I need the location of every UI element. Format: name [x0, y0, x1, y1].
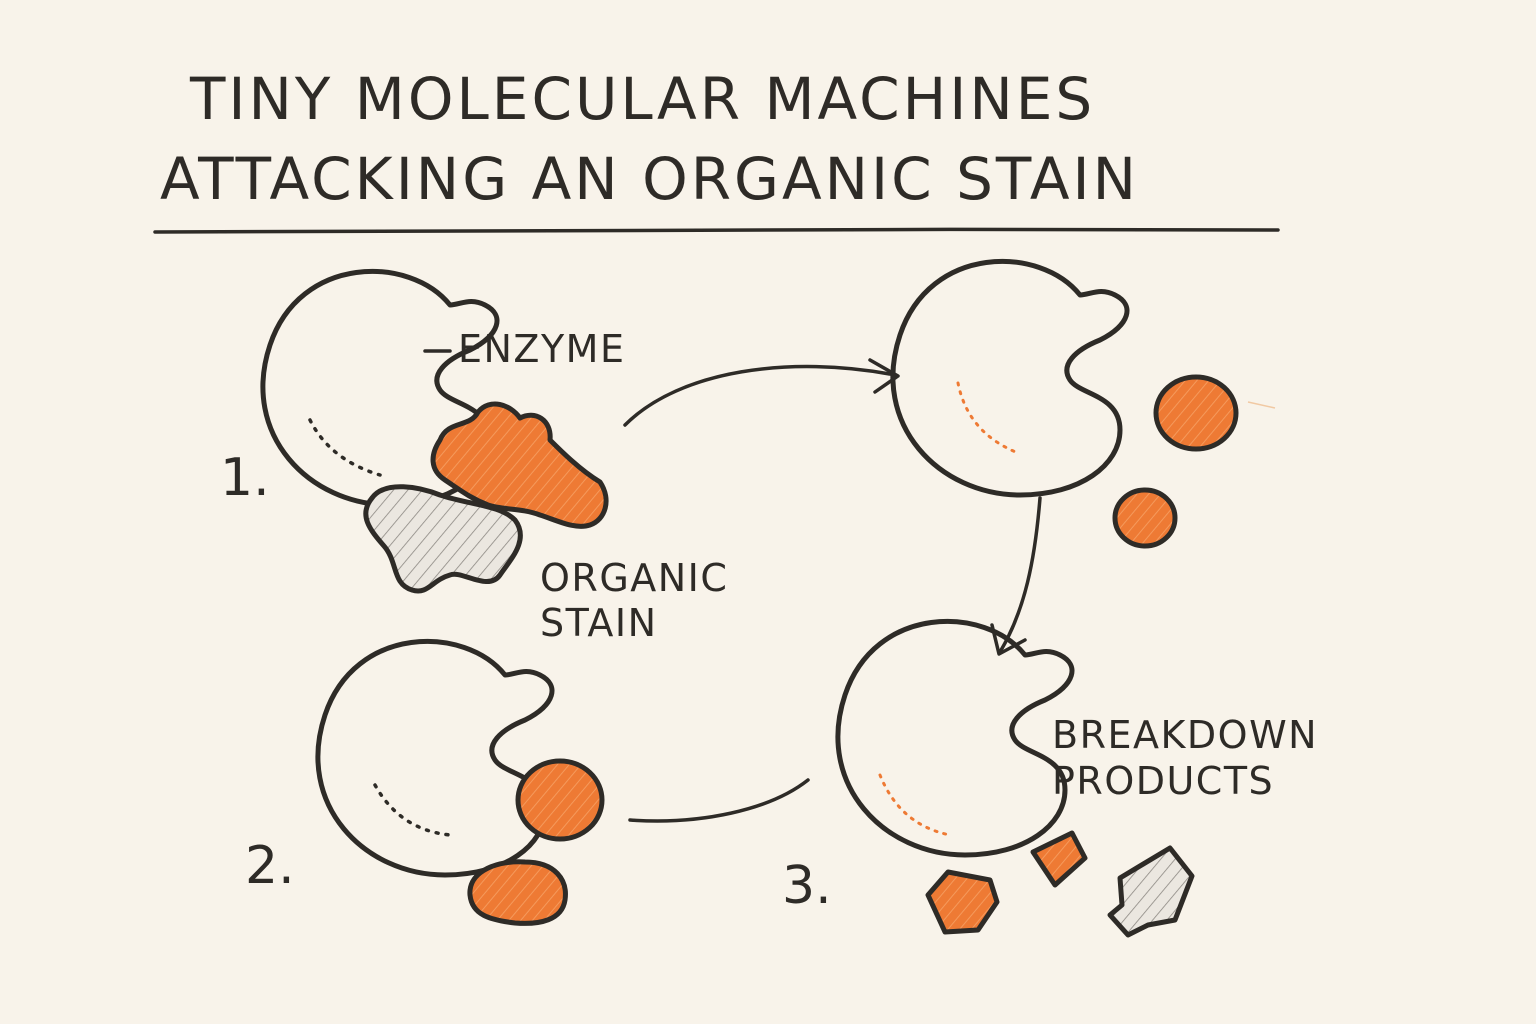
stain-grey-part [363, 484, 523, 594]
enzyme-step-2 [318, 641, 552, 875]
label-products-line-2: PRODUCTS [1052, 759, 1275, 803]
enzyme-step-1 [263, 271, 497, 505]
product-grey [1107, 845, 1195, 938]
product-orange-2 [1030, 830, 1088, 888]
enzyme-step-3 [838, 621, 1072, 855]
title-line-1: TINY MOLECULAR MACHINES [190, 65, 1096, 133]
connector-2-to-3 [628, 778, 810, 823]
step-number-3: 3. [782, 856, 832, 916]
title-underline [153, 227, 1280, 234]
fragment-step2-1 [515, 758, 605, 842]
arrow-top-to-3 [998, 496, 1042, 654]
product-orange-1 [925, 869, 1000, 935]
fragment-top-2 [1112, 487, 1178, 549]
label-stain-line-2: STAIN [540, 601, 658, 645]
step-number-1: 1. [220, 448, 270, 508]
label-products-line-1: BREAKDOWN [1052, 713, 1319, 757]
arrowhead-1 [868, 358, 900, 394]
fragment-top-1 [1153, 374, 1239, 452]
fragment-step2-2 [467, 859, 568, 926]
title-line-2: ATTACKING AN ORGANIC STAIN [160, 145, 1139, 213]
label-enzyme: ENZYME [458, 327, 626, 371]
label-stain-line-1: ORGANIC [540, 556, 729, 600]
enzyme-top-right [893, 261, 1127, 495]
step-number-2: 2. [245, 836, 295, 896]
arrow-1-to-top [623, 364, 897, 427]
stain-orange-part [430, 401, 609, 529]
